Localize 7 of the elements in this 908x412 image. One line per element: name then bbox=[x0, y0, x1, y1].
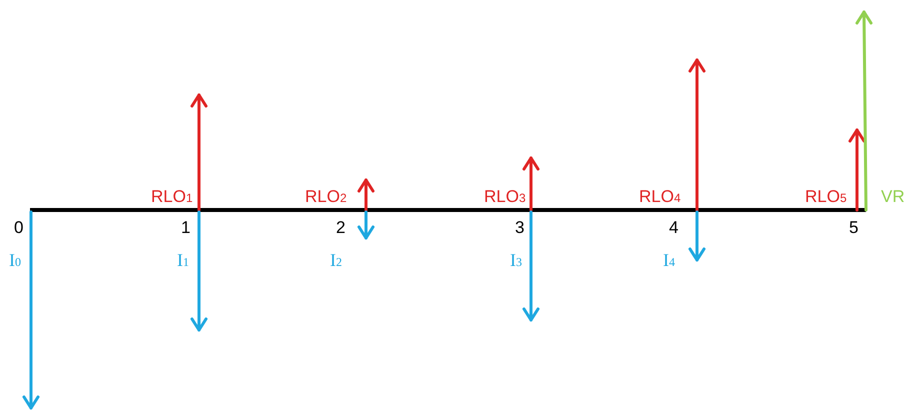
period-number: 1 bbox=[181, 218, 190, 238]
period-number: 5 bbox=[849, 218, 858, 238]
period-number: 4 bbox=[669, 218, 678, 238]
period-number: 2 bbox=[336, 218, 346, 238]
period-number: 0 bbox=[14, 218, 24, 238]
amount-label: VR bbox=[881, 187, 905, 207]
period-number: 3 bbox=[515, 218, 524, 238]
